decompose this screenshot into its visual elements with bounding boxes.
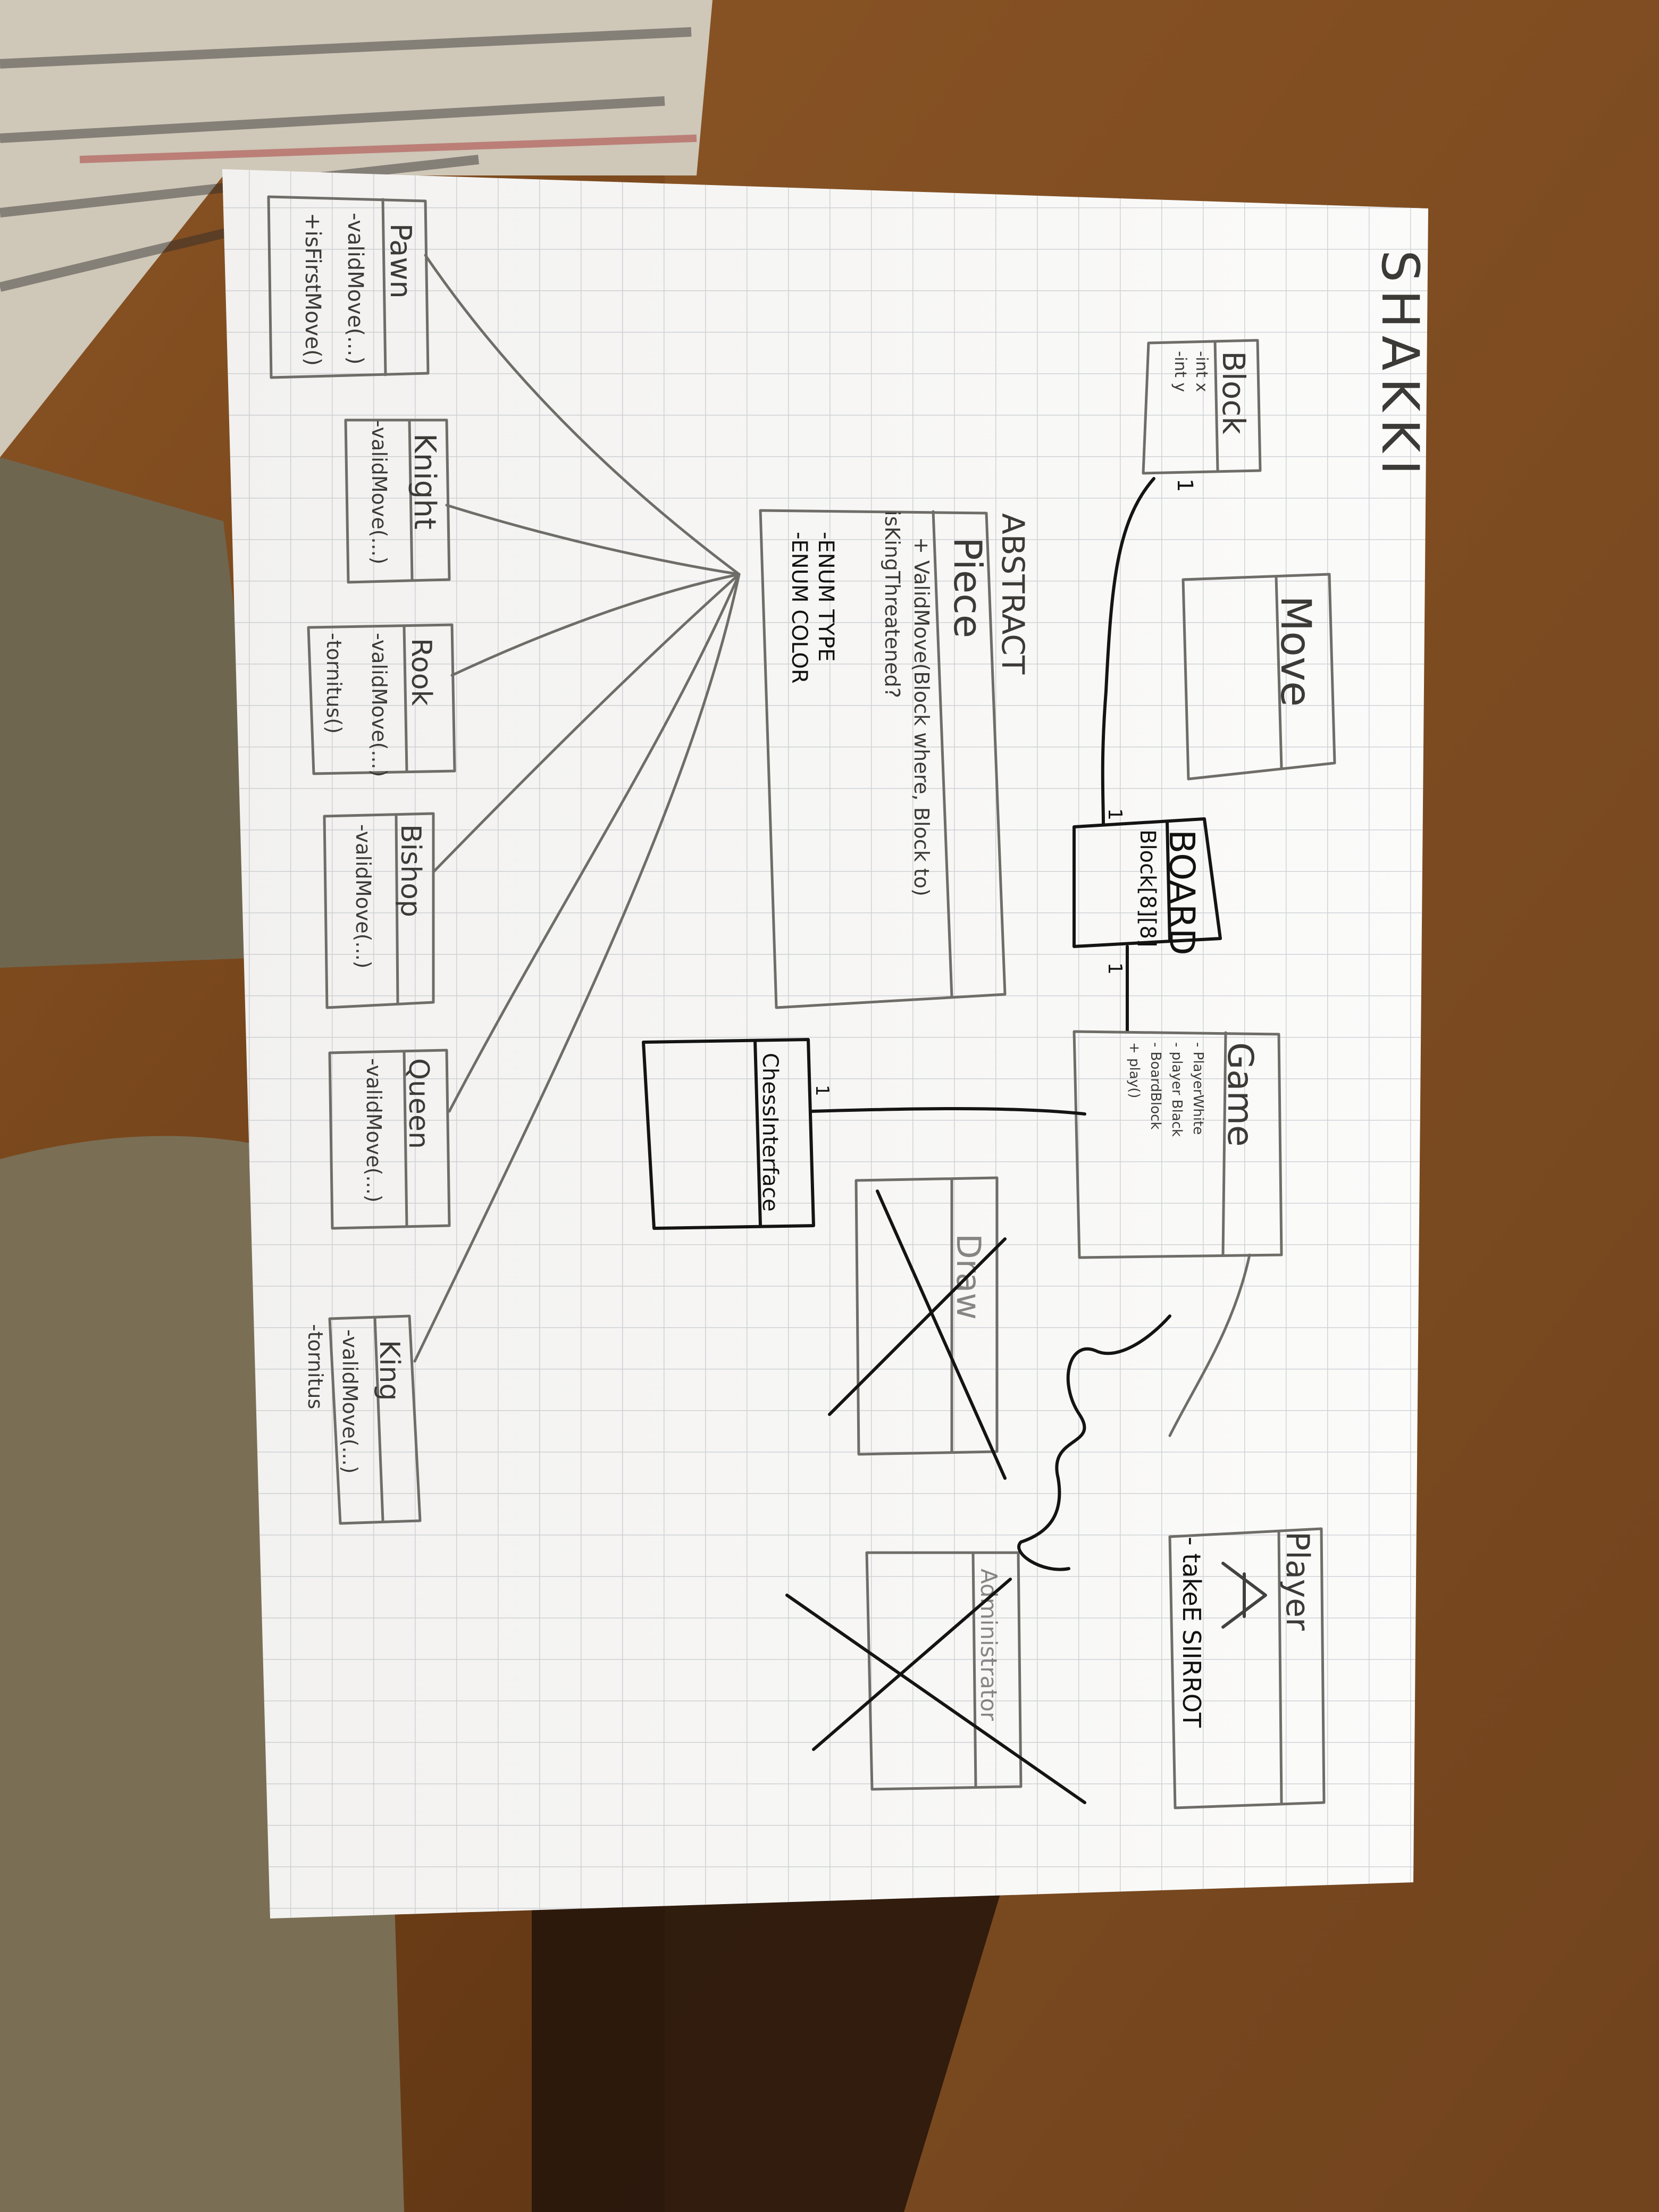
block-attr-y: -int y (1171, 351, 1189, 392)
move-class-name: Move (1271, 596, 1319, 707)
administrator-class-name: Administrator (976, 1569, 1002, 1721)
trouser-leg-top (0, 457, 276, 968)
game-class: Game - PlayerWhite - player Black - Boar… (1073, 1030, 1283, 1259)
chess-interface-class: ChessInterface 1 (642, 1038, 833, 1230)
player-class: Player - takeE SIIRROT (1168, 1527, 1326, 1809)
draw-class-crossed: Draw (828, 1176, 1007, 1480)
king-method-0: -validMove(...) (338, 1329, 362, 1474)
game-method-play: + play() (1126, 1042, 1142, 1098)
board-class-attr: Block[8][8] (1135, 830, 1160, 948)
board-mult-bottom: 1 (1104, 962, 1126, 975)
game-attr-board: - BoardBlock (1147, 1042, 1163, 1129)
pawn-class: Pawn -validMove(...) +isFirstMove() (267, 195, 430, 379)
block-attr-x: -int x (1192, 351, 1211, 392)
game-player-pencil-line (1168, 1253, 1251, 1437)
knight-class: Knight -validMove(...) (344, 418, 451, 584)
rook-class: Rook -validMove(...) -tornitus() (307, 623, 456, 777)
king-method-1: -tornitus (304, 1324, 327, 1409)
queen-method-0: -validMove(...) (362, 1058, 386, 1203)
chess-interface-name: ChessInterface (758, 1053, 782, 1212)
pawn-method-1: +isFirstMove() (300, 213, 325, 366)
paper-grid (222, 169, 1428, 1918)
game-player-link (1017, 1314, 1171, 1571)
king-class: King -validMove(...) -tornitus (304, 1314, 422, 1525)
piece-class-name: Piece (945, 537, 990, 638)
queen-class: Queen -validMove(...) (328, 1049, 451, 1230)
board-class-name: BOARD (1161, 830, 1202, 956)
bishop-method-0: -validMove(...) (351, 824, 375, 969)
piece-class: ABSTRACT Piece + ValidMove(Block where, … (759, 509, 1031, 1009)
game-class-name: Game (1220, 1042, 1261, 1147)
striped-rug (0, 0, 713, 457)
bishop-class-name: Bishop (395, 824, 426, 917)
board-class: BOARD Block[8][8] 1 1 (1073, 808, 1222, 975)
rook-method-0: -validMove(...) (367, 633, 391, 777)
sheet-title: SHAKKI (1370, 250, 1430, 482)
player-attr: - takeE SIIRROT (1177, 1537, 1206, 1728)
board-mult-top: 1 (1104, 808, 1126, 820)
pawn-method-0: -validMove(...) (343, 213, 367, 365)
shadow-corner (532, 1861, 1010, 2212)
piece-method-validmove: + ValidMove(Block where, Block to) (910, 537, 933, 896)
piece-enum-type: -ENUM TYPE (814, 532, 838, 661)
block-class-name: Block (1216, 351, 1252, 434)
move-class: Move (1182, 573, 1336, 781)
rook-class-name: Rook (405, 638, 437, 706)
block-class: Block -int x -int y 1 (1142, 339, 1262, 492)
chess-interface-mult: 1 (811, 1085, 833, 1096)
piece-stereotype: ABSTRACT (995, 513, 1031, 675)
knight-method-0: -validMove(...) (367, 420, 391, 565)
pawn-class-name: Pawn (384, 223, 417, 299)
game-attr-white: - PlayerWhite (1190, 1042, 1206, 1135)
inheritance-lines (413, 254, 741, 1363)
block-multiplicity: 1 (1172, 479, 1197, 492)
administrator-class-crossed: Administrator (785, 1551, 1086, 1804)
game-attr-black: - player Black (1169, 1042, 1185, 1137)
block-board-link (1101, 477, 1155, 826)
interface-game-link (809, 1107, 1086, 1116)
piece-enum-color: -ENUM COLOR (787, 532, 811, 684)
king-class-name: King (373, 1340, 405, 1401)
rook-method-1: -tornitus() (322, 633, 346, 734)
piece-method-kingthreat: isKingThreatened? (881, 510, 904, 698)
bishop-class: Bishop -validMove(...) (323, 812, 435, 1009)
player-class-name: Player (1279, 1531, 1316, 1631)
knight-class-name: Knight (407, 433, 442, 530)
queen-class-name: Queen (403, 1058, 434, 1149)
